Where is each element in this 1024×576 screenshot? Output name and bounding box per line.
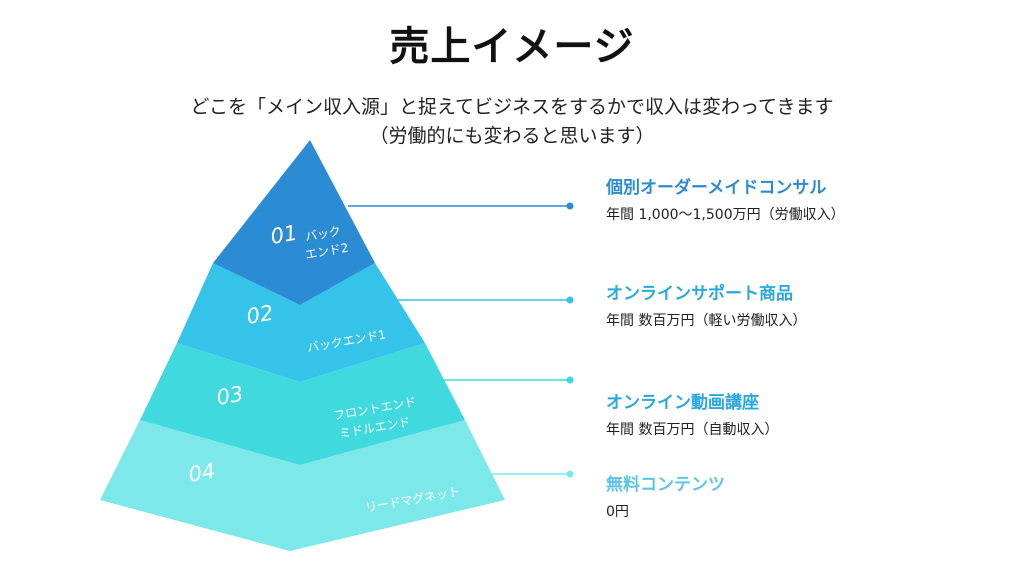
connector-dot-02 — [566, 296, 574, 304]
subtitle-line-1: どこを「メイン収入源」と捉えてビジネスをするかで収入は変わってきます — [190, 96, 834, 118]
level-03-number: 03 — [215, 382, 245, 410]
level-03-title: オンライン動画講座 — [606, 393, 759, 413]
connector-dot-01 — [566, 202, 574, 210]
pyramid-level-02 — [177, 263, 425, 382]
level-04-description: 無料コンテンツ 0円 — [606, 470, 725, 521]
level-03-desc: 年間 数百万円（自動収入） — [606, 422, 779, 438]
level-04-number: 04 — [187, 459, 217, 487]
pyramid-level-04 — [100, 420, 505, 551]
level-01-label-line-1: バック — [304, 224, 342, 244]
level-02-description: オンラインサポート商品 年間 数百万円（軽い労働収入） — [606, 279, 806, 330]
level-01-title: 個別オーダーメイドコンサル — [606, 178, 827, 198]
connector-dot-04 — [566, 470, 574, 478]
level-01-number: 01 — [269, 221, 299, 249]
level-01-desc: 年間 1,000〜1,500万円（労働収入） — [606, 207, 845, 223]
page-title: 売上イメージ — [389, 24, 635, 70]
level-04-title: 無料コンテンツ — [606, 475, 725, 495]
subtitle-line-2: （労働的にも変わると思います） — [369, 125, 655, 147]
pyramid-level-01 — [213, 140, 375, 305]
level-03-description: オンライン動画講座 年間 数百万円（自動収入） — [606, 388, 778, 439]
level-01-description: 個別オーダーメイドコンサル 年間 1,000〜1,500万円（労働収入） — [606, 173, 845, 224]
level-04-desc: 0円 — [606, 504, 629, 520]
level-02-number: 02 — [245, 301, 275, 329]
connector-dot-03 — [566, 376, 574, 384]
pyramid-level-03 — [140, 343, 465, 465]
level-02-desc: 年間 数百万円（軽い労働収入） — [606, 313, 807, 329]
level-02-title: オンラインサポート商品 — [606, 284, 793, 304]
